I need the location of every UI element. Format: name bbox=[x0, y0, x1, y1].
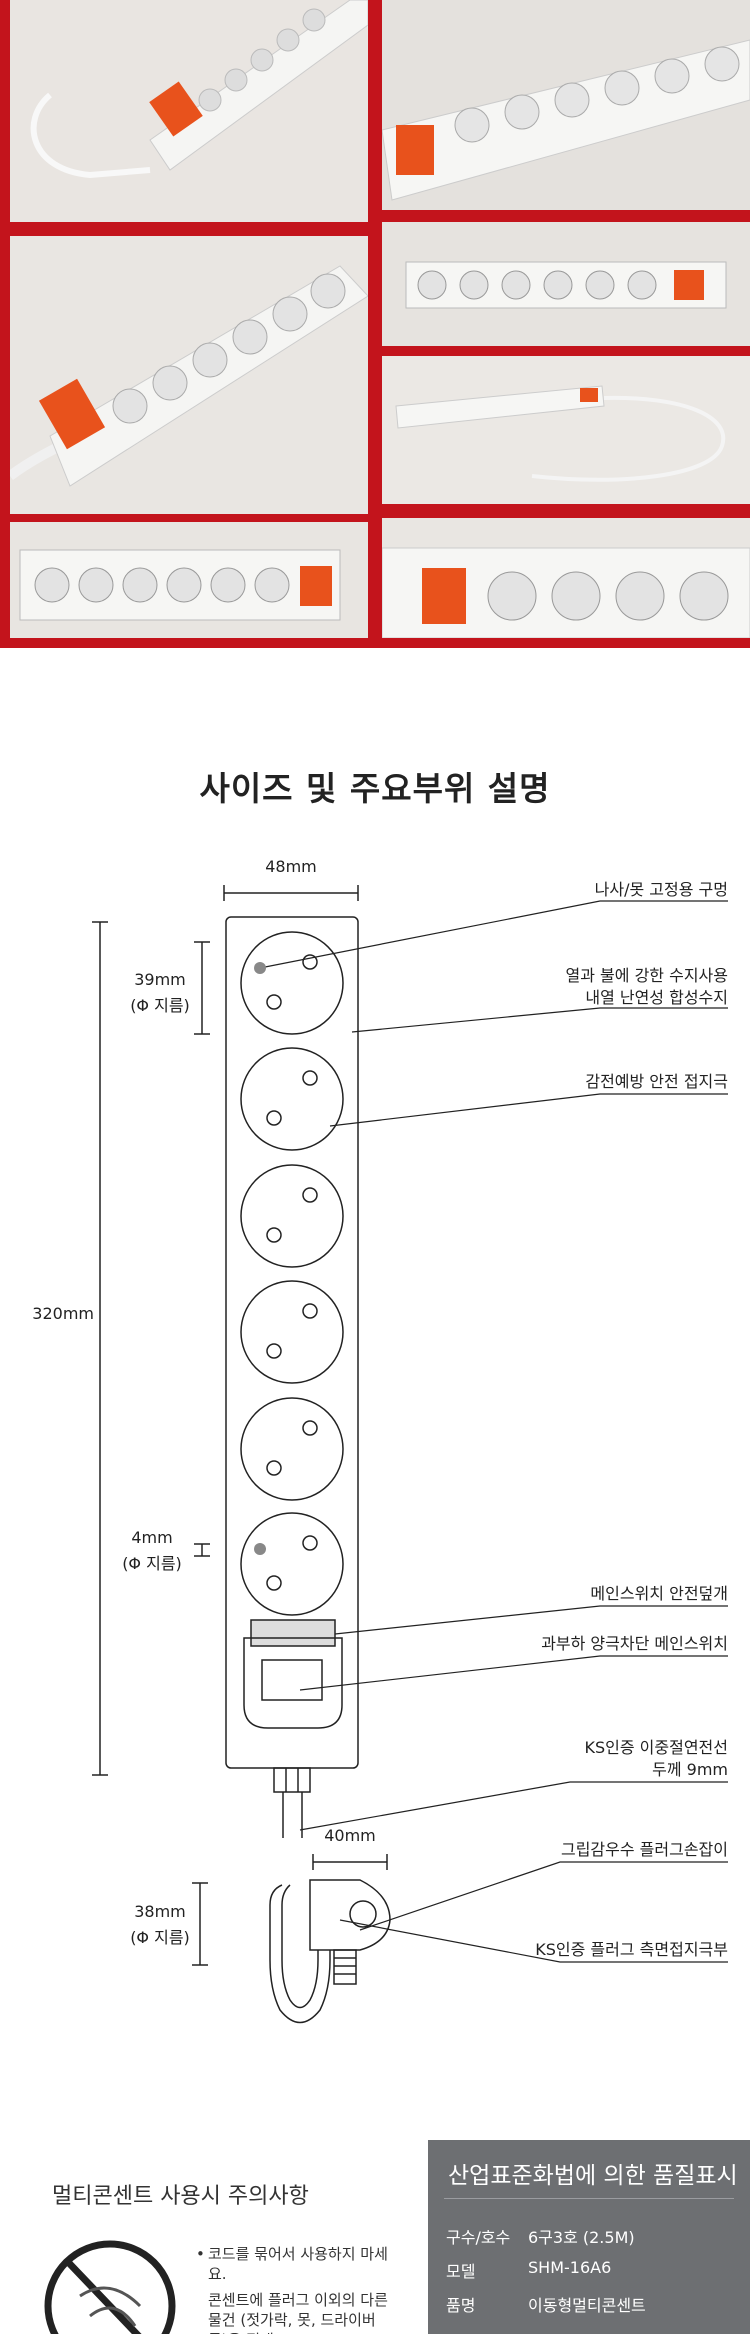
no-tying-cord-icon bbox=[44, 2240, 176, 2334]
callout-resin: 열과 불에 강한 수지사용 bbox=[565, 966, 728, 985]
callout-resin-line2: 내열 난연성 합성수지 bbox=[585, 988, 728, 1007]
outlet-diameter-note: (Φ 지름) bbox=[130, 996, 190, 1015]
length-dimension: 320mm bbox=[32, 1304, 94, 1323]
caution-title: 멀티콘센트 사용시 주의사항 bbox=[52, 2184, 309, 2209]
caution-item-2: 콘센트에 플러그 이외의 다른물건 (젓가락, 못, 드라이버 등)을 절대 bbox=[208, 2290, 398, 2334]
quality-title: 산업표준화법에 의한 품질표시 bbox=[448, 2163, 738, 2189]
plug-diameter: 38mm bbox=[134, 1902, 186, 1921]
plug-width: 40mm bbox=[324, 1826, 376, 1845]
callout-cable-line2: 두께 9mm bbox=[652, 1760, 728, 1779]
product-photo-2 bbox=[382, 0, 750, 210]
callout-ground-pin: 감전예방 안전 접지극 bbox=[585, 1072, 728, 1091]
quality-key-model: 모델 bbox=[446, 2262, 476, 2281]
quality-label-panel: 산업표준화법에 의한 품질표시 구수/호수 6구3호 (2.5M) 모델 SHM… bbox=[428, 2140, 750, 2334]
quality-value-model: SHM-16A6 bbox=[528, 2258, 612, 2277]
screw-hole-note: (Φ 지름) bbox=[122, 1554, 182, 1573]
product-photo-collage bbox=[0, 0, 750, 648]
screw-hole-diameter: 4mm bbox=[131, 1528, 173, 1547]
callout-plug-ground: KS인증 플러그 측면접지극부 bbox=[535, 1940, 728, 1959]
product-photo-7 bbox=[382, 518, 750, 638]
product-photo-5 bbox=[382, 356, 750, 504]
callout-switch-cover: 메인스위치 안전덮개 bbox=[590, 1584, 728, 1603]
callout-plug-grip: 그립감우수 플러그손잡이 bbox=[560, 1840, 728, 1859]
size-section-title: 사이즈 및 주요부위 설명 bbox=[199, 769, 551, 808]
product-photo-3 bbox=[10, 236, 368, 514]
product-photo-4 bbox=[382, 222, 750, 346]
width-dimension: 48mm bbox=[265, 857, 317, 876]
outlet-diameter: 39mm bbox=[134, 970, 186, 989]
outlet-sockets bbox=[240, 931, 344, 1616]
quality-key-product: 품명 bbox=[446, 2296, 476, 2315]
product-photo-1 bbox=[10, 0, 368, 222]
callout-screw-hole: 나사/못 고정용 구멍 bbox=[594, 880, 728, 899]
callout-main-switch: 과부하 양극차단 메인스위치 bbox=[541, 1634, 728, 1653]
quality-key-outlets: 구수/호수 bbox=[446, 2228, 511, 2247]
callout-cable: KS인증 이중절연전선 bbox=[584, 1738, 729, 1757]
quality-divider bbox=[444, 2198, 734, 2199]
product-photo-6 bbox=[10, 522, 368, 638]
plug-diameter-note: (Φ 지름) bbox=[130, 1928, 190, 1947]
caution-item-1: 코드를 묶어서 사용하지 마세요. bbox=[196, 2244, 398, 2284]
quality-value-product: 이동형멀티콘센트 bbox=[528, 2296, 646, 2315]
quality-value-outlets: 6구3호 (2.5M) bbox=[528, 2228, 635, 2247]
